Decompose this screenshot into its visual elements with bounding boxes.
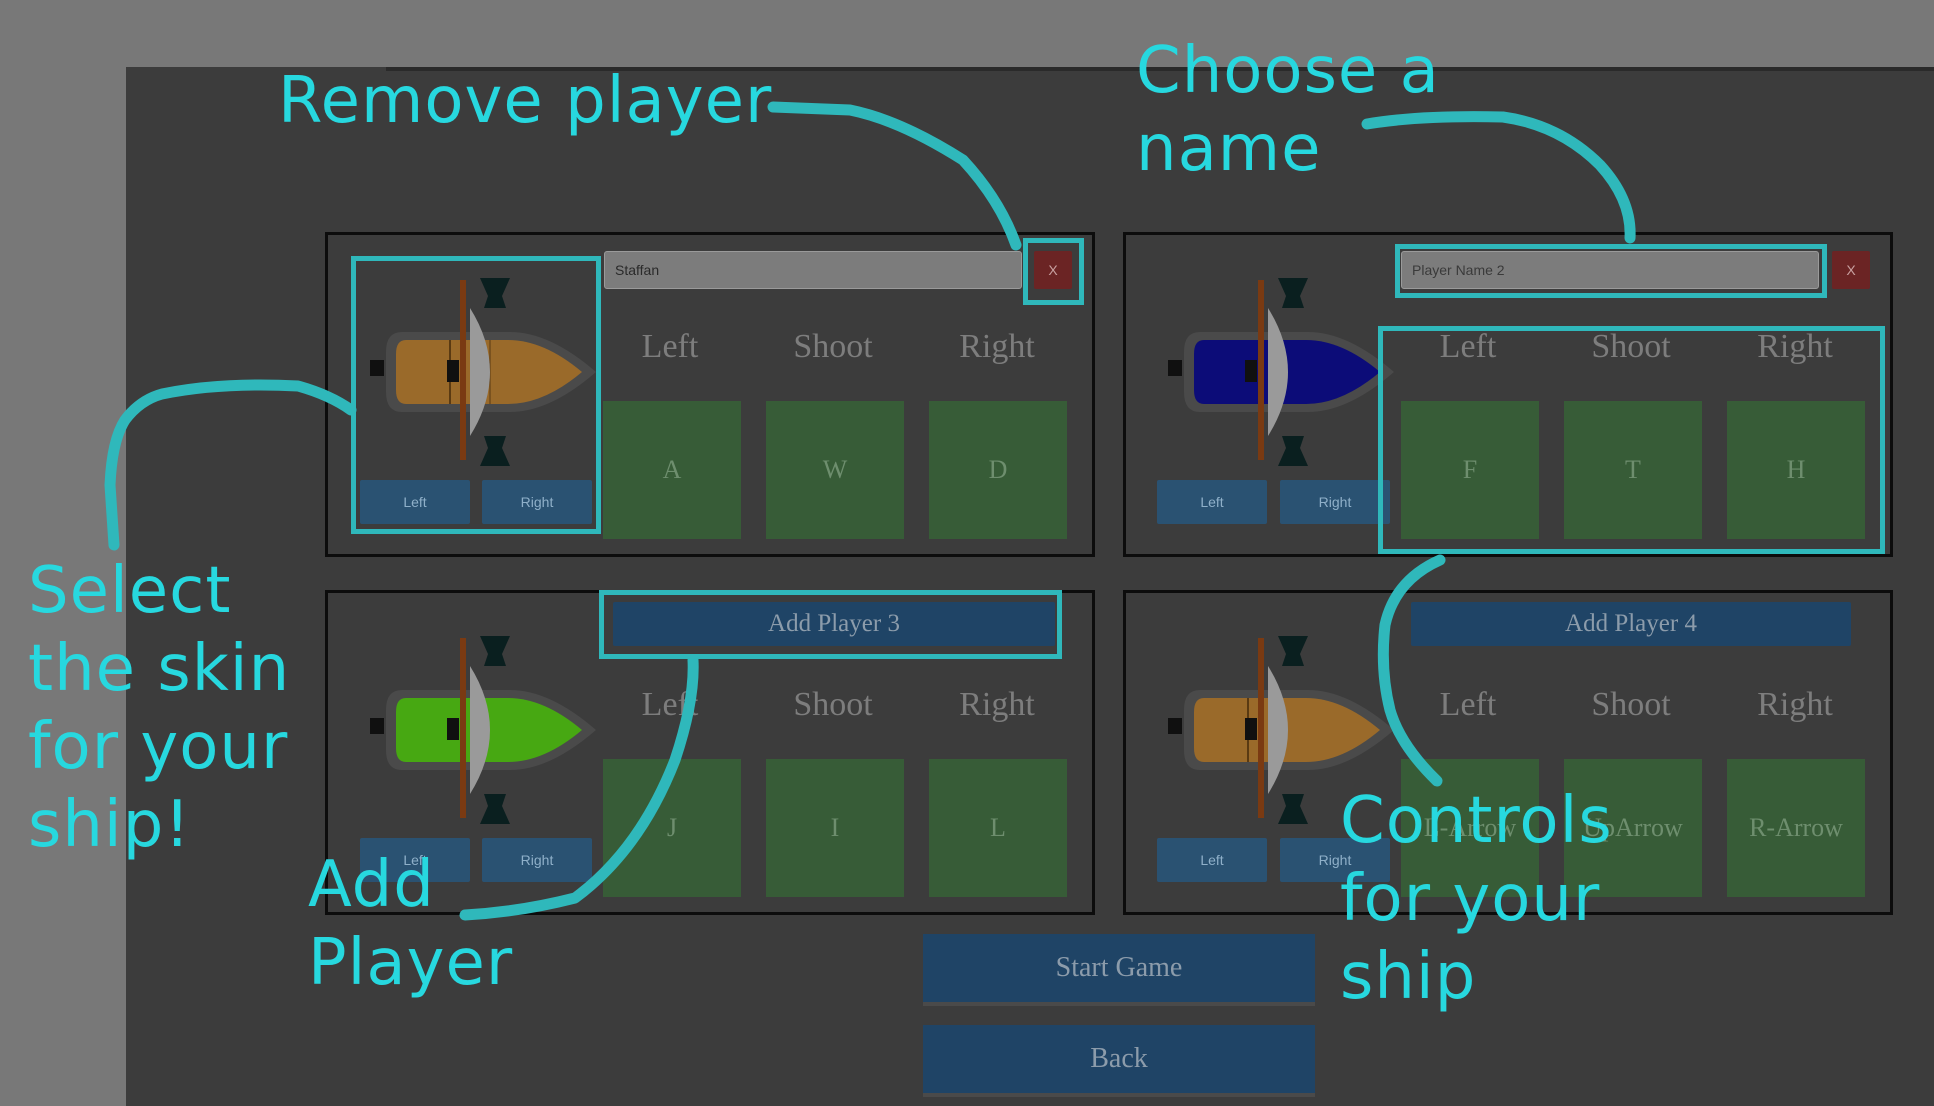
control-key-shoot-3[interactable]: I [766, 759, 904, 897]
skin-left-button-4[interactable]: Left [1157, 838, 1267, 882]
remove-player-button-2[interactable]: X [1832, 251, 1870, 289]
control-label-shoot-3: Shoot [793, 686, 873, 723]
annotation-add-player: Add Player [308, 848, 514, 1000]
annotation-choose-name: Choose a name [1136, 34, 1440, 186]
control-label-shoot-4: Shoot [1591, 686, 1671, 723]
ship-skin-preview-1 [370, 278, 596, 466]
ship-skin-preview-4 [1168, 636, 1394, 824]
player-name-input-1[interactable] [604, 251, 1022, 289]
player-name-input-2[interactable] [1401, 251, 1819, 289]
control-key-shoot-4[interactable]: UpArrow [1564, 759, 1702, 897]
start-game-button[interactable]: Start Game [923, 934, 1315, 1006]
ship-skin-preview-2 [1168, 278, 1394, 466]
skin-right-button-2[interactable]: Right [1280, 480, 1390, 524]
add-player-button-4[interactable]: Add Player 4 [1411, 602, 1851, 646]
control-label-left-1: Left [641, 328, 699, 365]
control-label-left-2: Left [1439, 328, 1497, 365]
control-label-left-3: Left [641, 686, 699, 723]
control-key-right-3[interactable]: L [929, 759, 1067, 897]
ship-skin-preview-3 [370, 636, 596, 824]
control-key-right-2[interactable]: H [1727, 401, 1865, 539]
control-key-shoot-1[interactable]: W [766, 401, 904, 539]
skin-right-button-4[interactable]: Right [1280, 838, 1390, 882]
add-player-button-3[interactable]: Add Player 3 [613, 602, 1055, 646]
control-label-shoot-1: Shoot [793, 328, 873, 365]
window-top-edge [386, 67, 1934, 71]
remove-player-button-1[interactable]: X [1034, 251, 1072, 289]
annotation-select-skin: Select the skin for your ship! [28, 554, 291, 862]
control-key-right-1[interactable]: D [929, 401, 1067, 539]
skin-left-button-1[interactable]: Left [360, 480, 470, 524]
control-label-shoot-2: Shoot [1591, 328, 1671, 365]
skin-left-button-3[interactable]: Left [360, 838, 470, 882]
control-label-left-4: Left [1439, 686, 1497, 723]
skin-right-button-1[interactable]: Right [482, 480, 592, 524]
skin-left-button-2[interactable]: Left [1157, 480, 1267, 524]
control-key-shoot-2[interactable]: T [1564, 401, 1702, 539]
control-key-left-3[interactable]: J [603, 759, 741, 897]
annotation-controls: Controls for your ship [1340, 784, 1613, 1014]
control-key-right-4[interactable]: R-Arrow [1727, 759, 1865, 897]
control-label-right-4: Right [1757, 686, 1833, 723]
control-label-right-3: Right [959, 686, 1035, 723]
control-label-right-1: Right [959, 328, 1035, 365]
annotation-remove-player: Remove player [278, 64, 773, 138]
control-label-right-2: Right [1757, 328, 1833, 365]
back-button[interactable]: Back [923, 1025, 1315, 1097]
control-key-left-2[interactable]: F [1401, 401, 1539, 539]
control-key-left-1[interactable]: A [603, 401, 741, 539]
